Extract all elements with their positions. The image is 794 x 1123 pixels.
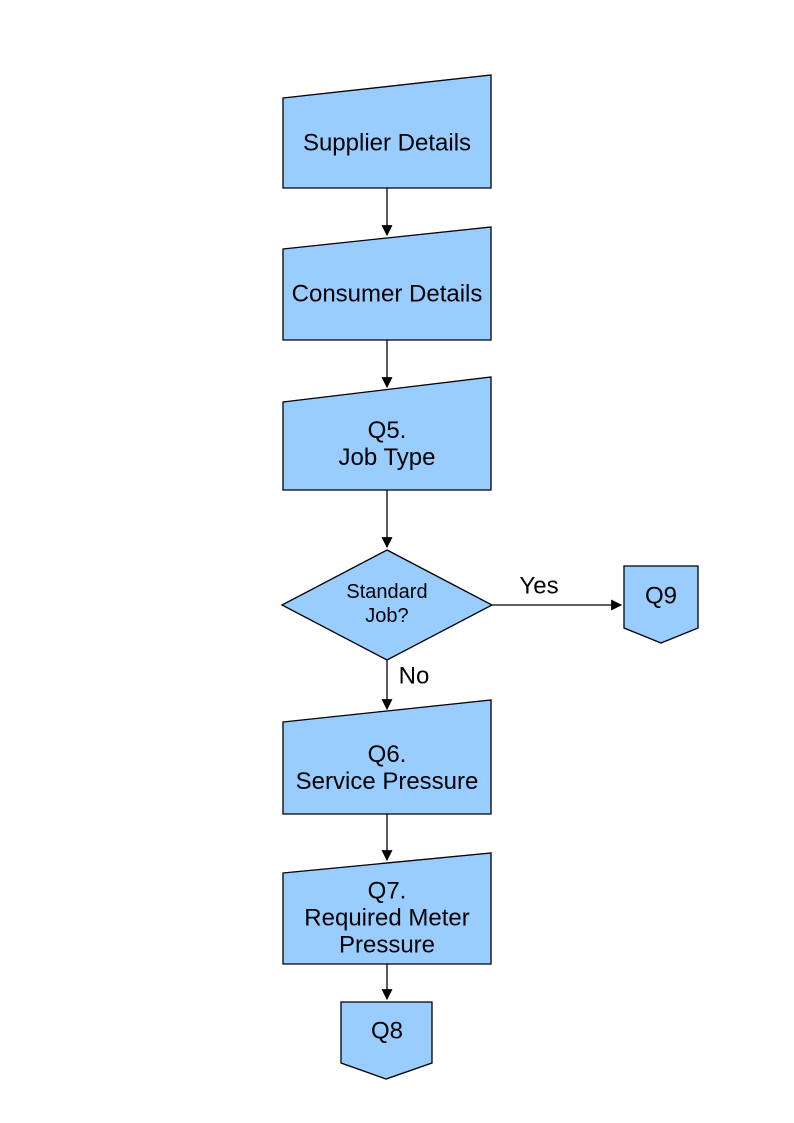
q5-job-type-shape [282,376,492,491]
supplier-details-label: Supplier Details [302,129,472,157]
consumer-details-label: Consumer Details [291,280,483,308]
no-branch-label: No [398,662,430,690]
consumer-details-shape [282,226,492,341]
q9-offpage-connector-shape [623,565,699,644]
standard-job-decision-shape [280,549,494,661]
standard-job-decision-label: Standard Job? [346,581,428,627]
q9-label: Q9 [644,582,678,610]
q8-label: Q8 [370,1017,404,1045]
q6-service-pressure-label: Q6. Service Pressure [295,741,479,795]
q6-service-pressure-shape [282,699,492,815]
yes-branch-label: Yes [519,572,559,600]
q8-offpage-connector-shape [340,1001,433,1080]
supplier-details-shape [282,74,492,189]
q7-required-meter-pressure-label: Q7. Required Meter Pressure [304,877,470,959]
q7-required-meter-pressure-shape [282,852,492,965]
q5-job-type-label: Q5. Job Type [338,417,436,471]
